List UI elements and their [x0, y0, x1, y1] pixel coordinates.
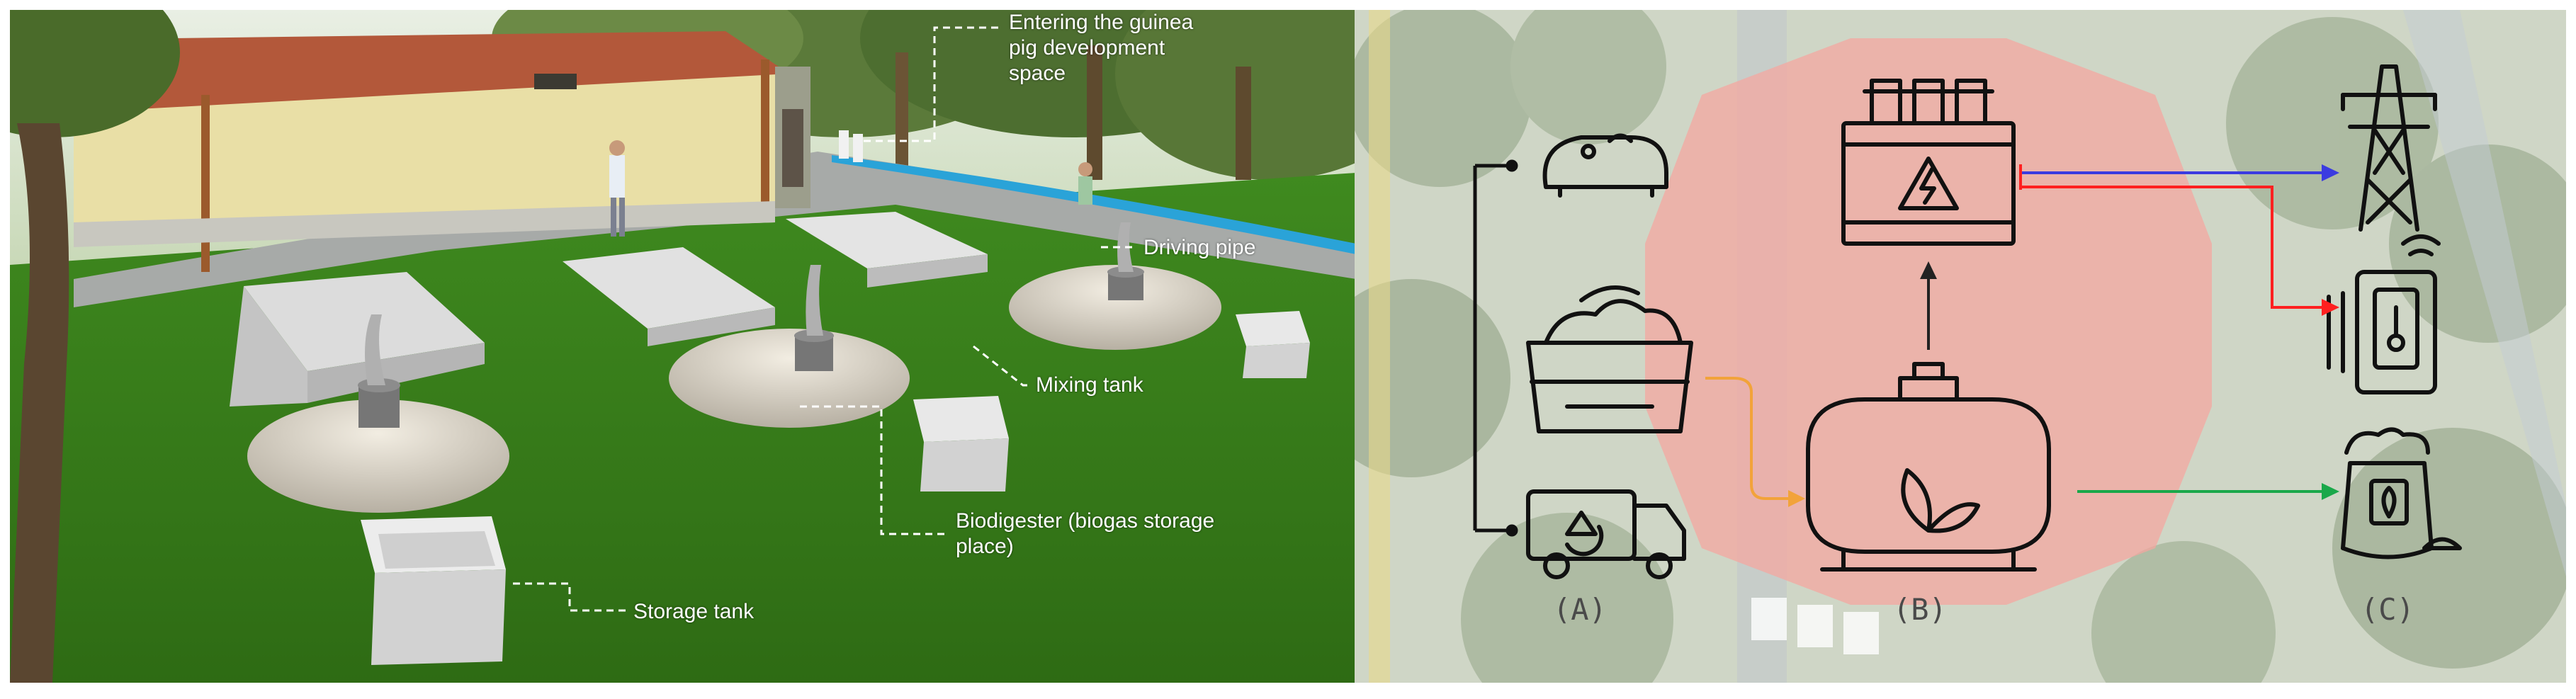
foreground-tree	[10, 10, 180, 683]
input-bracket	[1473, 159, 1518, 537]
callout-entrance: Entering the guinea pig development spac…	[1009, 11, 1194, 85]
guinea-pig-building	[52, 31, 810, 272]
manure-bin-icon	[1526, 285, 1693, 433]
biodigester-render: Entering the guinea pig development spac…	[10, 10, 1356, 683]
render-scene	[10, 10, 1356, 683]
label-b: (B)	[1893, 592, 1947, 627]
callout-biodigester: Biodigester (biogas storage place)	[956, 509, 1215, 558]
recycling-truck-icon	[1526, 489, 1686, 579]
diagram-canvas	[1355, 10, 2566, 683]
label-c: (C)	[2361, 592, 2414, 627]
label-a: (A)	[1553, 592, 1607, 627]
biogas-tank-icon	[1806, 362, 2051, 572]
callout-mixing-tank: Mixing tank	[1036, 373, 1143, 397]
people	[609, 130, 1092, 237]
callout-leaders	[513, 26, 1136, 612]
guinea-pig-icon	[1542, 133, 1668, 198]
concrete-slabs	[230, 212, 988, 407]
ground-squares	[1751, 598, 1879, 654]
biodigester-domes	[247, 222, 1221, 513]
process-diagram: (A) (B) (C)	[1355, 10, 2566, 683]
callout-driving-pipe: Driving pipe	[1143, 236, 1256, 259]
flow-arrows	[1705, 164, 2339, 507]
open-tanks	[361, 311, 1310, 665]
water-channel	[832, 155, 1356, 254]
power-tower-icon	[2341, 64, 2437, 232]
callout-storage-tank: Storage tank	[633, 600, 755, 623]
fertilizer-bag-icon	[2341, 427, 2462, 559]
electric-transformer-icon	[1841, 79, 2016, 246]
